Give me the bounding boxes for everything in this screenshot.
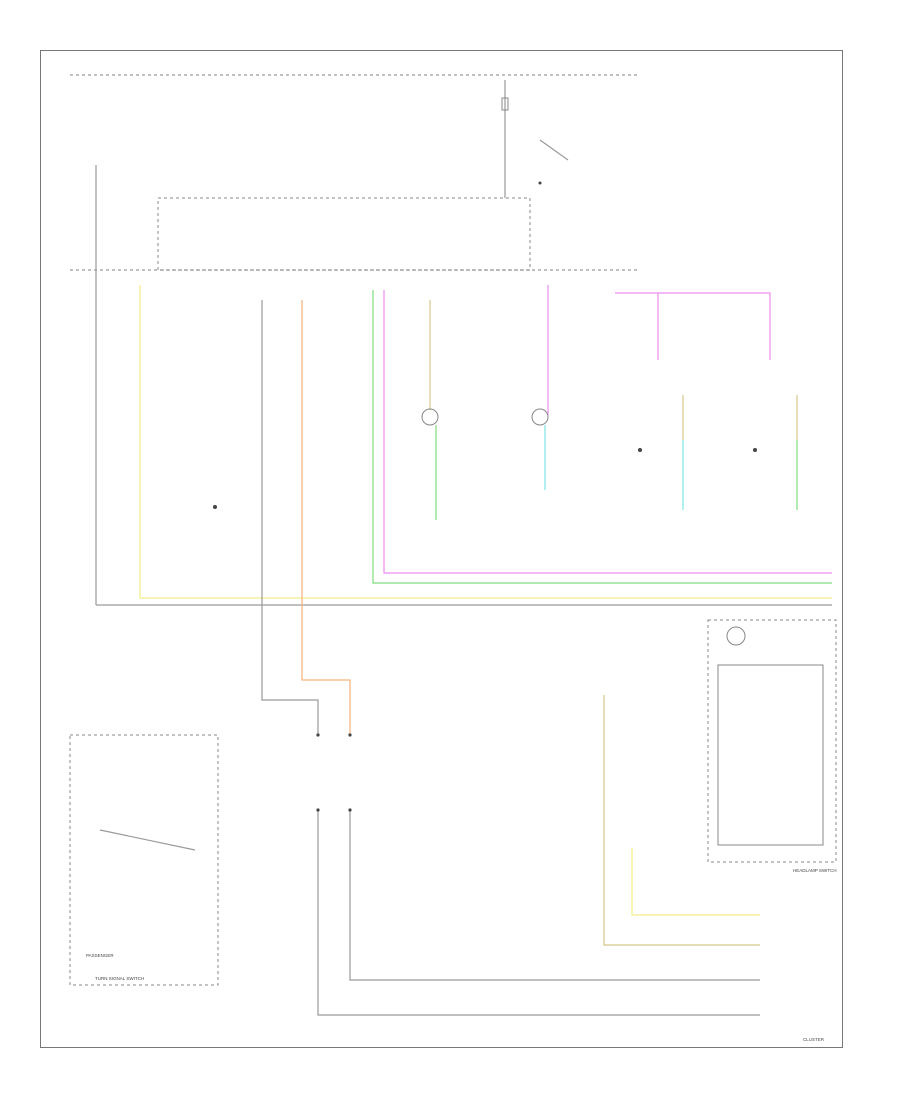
hazard-switch-contact: [538, 181, 542, 185]
right-feed-3: [349, 810, 760, 981]
pink-wire-top: [615, 292, 771, 360]
right-feed-1: [631, 848, 760, 916]
pink-wire: [383, 290, 832, 574]
cluster-corner-label: CLUSTER: [803, 1037, 825, 1042]
right-feed-4: [317, 810, 760, 1016]
connector-4: [348, 808, 352, 812]
orange-wire: [301, 300, 351, 735]
ground-2: [638, 448, 642, 452]
connector-1: [316, 733, 320, 737]
green-wire: [372, 290, 832, 584]
dimmer-symbol: [726, 626, 746, 646]
headlamp-inner-box: [717, 664, 824, 846]
left-front-lamp: [531, 408, 549, 426]
headlamp-label: HEADLAMP SWITCH: [793, 868, 837, 873]
ground-3: [753, 448, 757, 452]
ground-1: [213, 505, 217, 509]
turn-signal-label: TURN SIGNAL SWITCH: [95, 976, 144, 981]
passenger-label: PASSENGER: [86, 953, 114, 958]
connector-2: [348, 733, 352, 737]
turn-signal-box: [69, 734, 219, 986]
fuse-symbol: [501, 97, 509, 111]
headlamp-switch-box: [707, 619, 837, 863]
right-front-lamp: [421, 408, 439, 426]
right-feed-2: [603, 695, 760, 946]
diagram-frame: [40, 50, 843, 1048]
gray-turn-wire: [261, 300, 319, 735]
control-module-box: [157, 197, 531, 271]
turn-signal-lever: [99, 829, 196, 851]
yellow-wire: [139, 285, 832, 599]
hazard-switch-arm: [539, 139, 569, 161]
connector-3: [316, 808, 320, 812]
